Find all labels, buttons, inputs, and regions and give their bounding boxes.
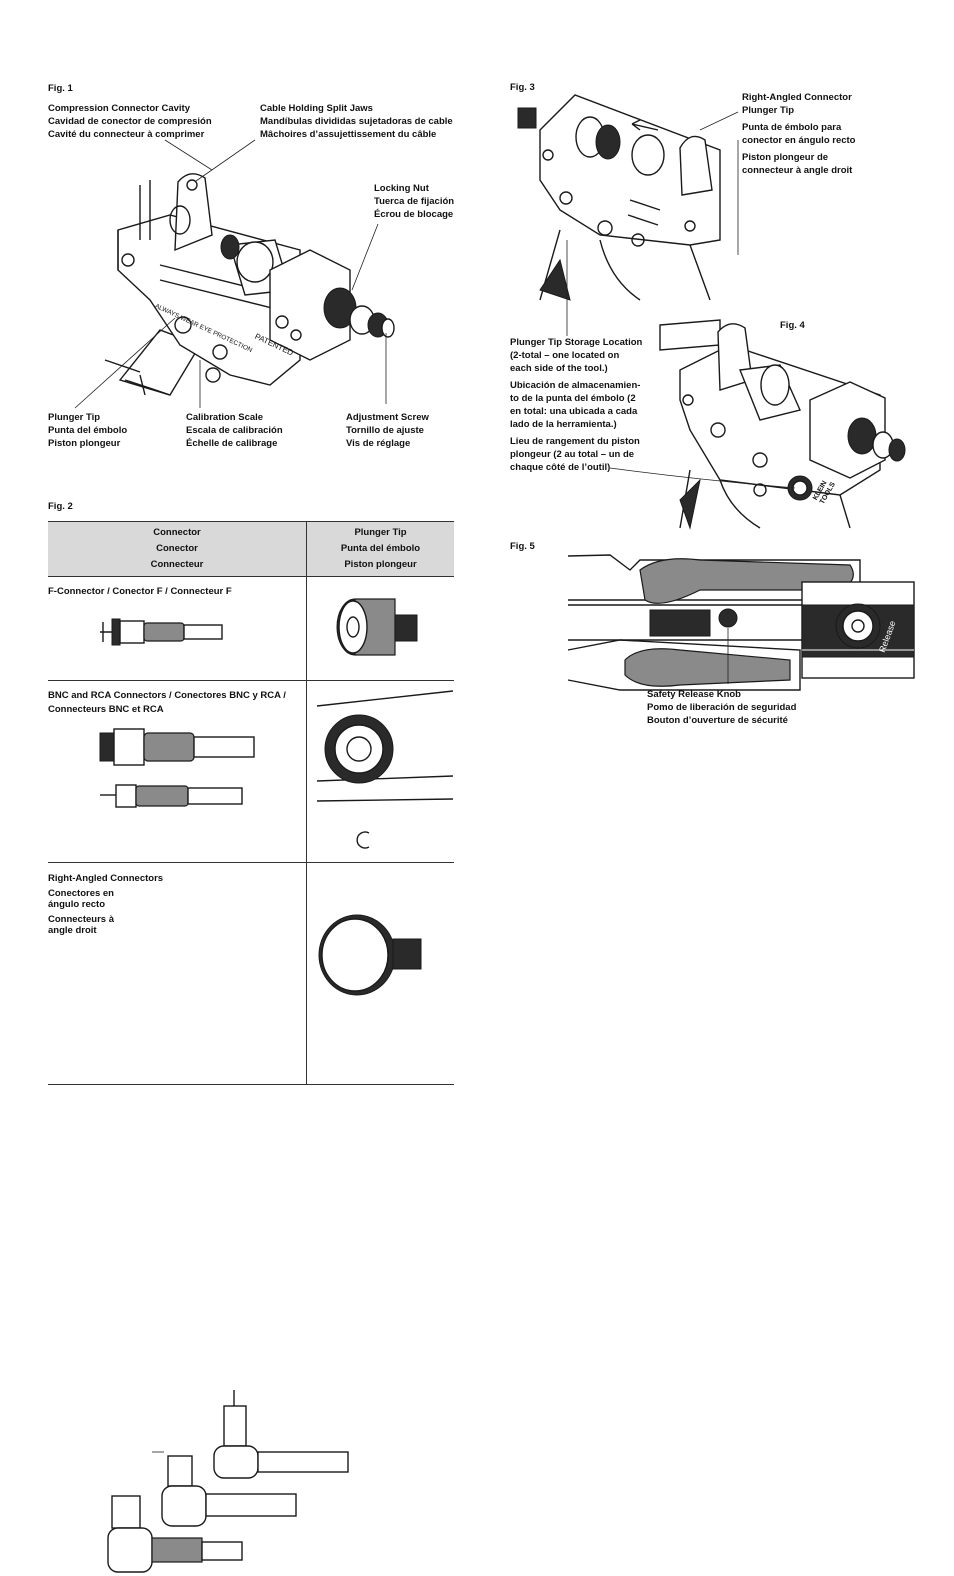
callout-line: Piston plongeur de — [742, 152, 829, 163]
callout-line: Escala de calibración — [186, 425, 283, 436]
callout-storage-location: Plunger Tip Storage Location (2-total – … — [510, 336, 642, 474]
callout-safety-release: Safety Release Knob Pomo de liberación d… — [647, 688, 796, 727]
header-line: Connector — [153, 527, 201, 538]
bnc-rca-cell: BNC and RCA Connectors / Conectores BNC … — [48, 680, 307, 863]
callout-line: Safety Release Knob — [647, 689, 741, 700]
callout-line: Mandíbulas divididas sujetadoras de cabl… — [260, 116, 453, 127]
callout-right-angled-plunger: Right-Angled Connector Plunger Tip Punta… — [742, 91, 856, 177]
callout-line: Écrou de blocage — [374, 209, 454, 220]
callout-line: Plunger Tip Storage Location — [510, 337, 643, 348]
row-title: BNC and RCA Connectors / Conectores BNC … — [48, 681, 306, 715]
bnc-plunger-illustration — [316, 690, 454, 849]
header-line: Connecteur — [150, 559, 204, 570]
callout-line: lado de la herramienta.) — [510, 419, 617, 430]
row-title-line: BNC and RCA Connectors / Conectores BNC … — [48, 690, 286, 701]
row-title-line: Connecteurs à — [48, 914, 114, 925]
callout-line: Plunger Tip — [48, 412, 101, 423]
header-line: Punta del émbolo — [340, 543, 421, 554]
callout-locking-nut: Locking Nut Tuerca de fijación Écrou de … — [374, 182, 454, 221]
callout-line: Mâchoires d’assujettissement du câble — [260, 129, 437, 140]
table-row: BNC and RCA Connectors / Conectores BNC … — [48, 680, 454, 863]
callout-line: conector en ángulo recto — [742, 135, 856, 146]
fig5-tool-illustration — [567, 554, 915, 691]
callout-line: Pomo de liberación de seguridad — [647, 702, 797, 713]
fig4-label: Fig. 4 — [780, 320, 805, 331]
callout-line: Ubicación de almacenamien- — [510, 380, 641, 391]
callout-split-jaws: Cable Holding Split Jaws Mandíbulas divi… — [260, 102, 453, 141]
callout-line: Compression Connector Cavity — [48, 103, 190, 114]
callout-line: Punta del émbolo — [48, 425, 128, 436]
header-connector: Connector Conector Connecteur — [48, 521, 307, 577]
callout-line: Échelle de calibrage — [186, 438, 278, 449]
callout-adjustment-screw: Adjustment Screw Tornillo de ajuste Vis … — [346, 411, 429, 450]
row-title: F-Connector / Conector F / Connecteur F — [48, 586, 232, 597]
bnc-rca-illustration — [99, 728, 255, 808]
fig1-label: Fig. 1 — [48, 83, 73, 94]
callout-line: Bouton d’ouverture de sécurité — [647, 715, 788, 726]
right-angled-plunger-cell — [306, 862, 454, 1085]
callout-line: each side of the tool.) — [510, 363, 608, 374]
callout-line: Right-Angled Connector — [742, 92, 852, 103]
right-angled-plunger-illustration — [318, 914, 422, 996]
callout-line: Locking Nut — [374, 183, 429, 194]
callout-line: Punta de émbolo para — [742, 122, 842, 133]
f-plunger-illustration — [336, 598, 418, 656]
table-header-row: Connector Conector Connecteur Plunger Ti… — [48, 521, 454, 577]
bnc-plunger-cell — [306, 680, 454, 863]
table-row: F-Connector / Conector F / Connecteur F — [48, 576, 454, 681]
row-title-line: angle droit — [48, 925, 97, 936]
row-title-line: Conectores en — [48, 888, 114, 899]
callout-plunger-tip: Plunger Tip Punta del émbolo Piston plon… — [48, 411, 127, 450]
callout-line: Plunger Tip — [742, 105, 795, 116]
fig5-label: Fig. 5 — [510, 541, 535, 552]
header-line: Piston plongeur — [344, 559, 417, 570]
header-line: Plunger Tip — [354, 527, 407, 538]
callout-line: plongeur (2 au total – un de — [510, 449, 635, 460]
row-title-line: Right-Angled Connectors — [48, 873, 164, 884]
f-connector-illustration — [100, 618, 223, 646]
callout-line: to de la punta del émbolo (2 — [510, 393, 636, 404]
callout-line: Lieu de rangement du piston — [510, 436, 640, 447]
callout-compression-cavity: Compression Connector Cavity Cavidad de … — [48, 102, 212, 141]
fig2-label: Fig. 2 — [48, 501, 73, 512]
callout-line: en total: una ubicada a cada — [510, 406, 638, 417]
right-angled-illustration — [107, 1389, 349, 1573]
fig1-tool-illustration — [74, 139, 395, 409]
callout-line: Piston plongeur — [48, 438, 121, 449]
f-plunger-cell — [306, 576, 454, 681]
callout-line: chaque côté de l’outil) — [510, 462, 611, 473]
header-plunger: Plunger Tip Punta del émbolo Piston plon… — [306, 521, 454, 577]
callout-line: Cavité du connecteur à comprimer — [48, 129, 205, 140]
fig3-label: Fig. 3 — [510, 82, 535, 93]
callout-line: Cable Holding Split Jaws — [260, 103, 373, 114]
row-title-line: ángulo recto — [48, 899, 106, 910]
callout-line: (2-total – one located on — [510, 350, 620, 361]
callout-line: Adjustment Screw — [346, 412, 429, 423]
fig3-tool-illustration — [517, 94, 739, 336]
f-connector-cell: F-Connector / Conector F / Connecteur F — [48, 576, 307, 681]
callout-line: Tornillo de ajuste — [346, 425, 424, 436]
fig4-tool-illustration — [609, 319, 906, 530]
callout-line: Calibration Scale — [186, 412, 264, 423]
callout-line: connecteur à angle droit — [742, 165, 853, 176]
callout-line: Tuerca de fijación — [374, 196, 455, 207]
row-title: Right-Angled Connectors Conectores en án… — [48, 863, 306, 936]
callout-line: Cavidad de conector de compresión — [48, 116, 212, 127]
callout-calibration-scale: Calibration Scale Escala de calibración … — [186, 411, 283, 450]
callout-line: Vis de réglage — [346, 438, 411, 449]
header-line: Conector — [156, 543, 198, 554]
row-title-line: Connecteurs BNC et RCA — [48, 704, 164, 715]
